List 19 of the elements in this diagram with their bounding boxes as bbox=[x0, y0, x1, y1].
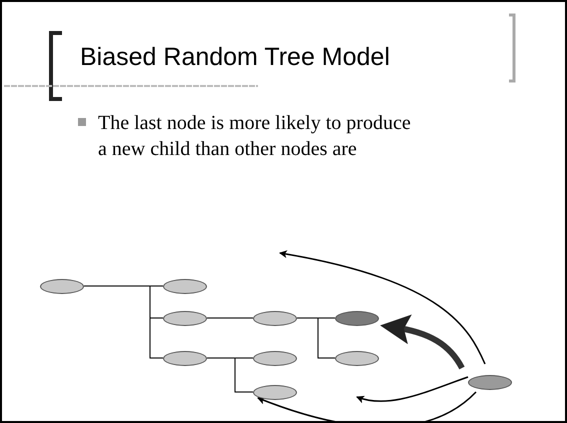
tree-node-ellipse bbox=[163, 310, 207, 326]
arrow bbox=[380, 314, 465, 370]
tree-node-ellipse bbox=[163, 278, 207, 294]
arrow bbox=[257, 391, 476, 423]
arrow bbox=[356, 376, 468, 403]
tree-node-ellipse bbox=[253, 384, 297, 400]
tree-node-ellipse bbox=[335, 310, 379, 326]
tree-node-ellipse bbox=[468, 374, 512, 390]
slide-title: Biased Random Tree Model bbox=[80, 45, 390, 70]
tree-line bbox=[84, 286, 164, 358]
tree-node-ellipse bbox=[163, 350, 207, 366]
tree-line bbox=[206, 358, 254, 392]
tree-line bbox=[296, 318, 336, 358]
arrow bbox=[279, 250, 486, 364]
tree-node-ellipse bbox=[253, 350, 297, 366]
tree-node-ellipse bbox=[40, 278, 84, 294]
bullet-text: The last node is more likely to produce a new child than other nodes are bbox=[98, 111, 412, 162]
tree-node-ellipse bbox=[335, 350, 379, 366]
tree-node-ellipse bbox=[253, 310, 297, 326]
